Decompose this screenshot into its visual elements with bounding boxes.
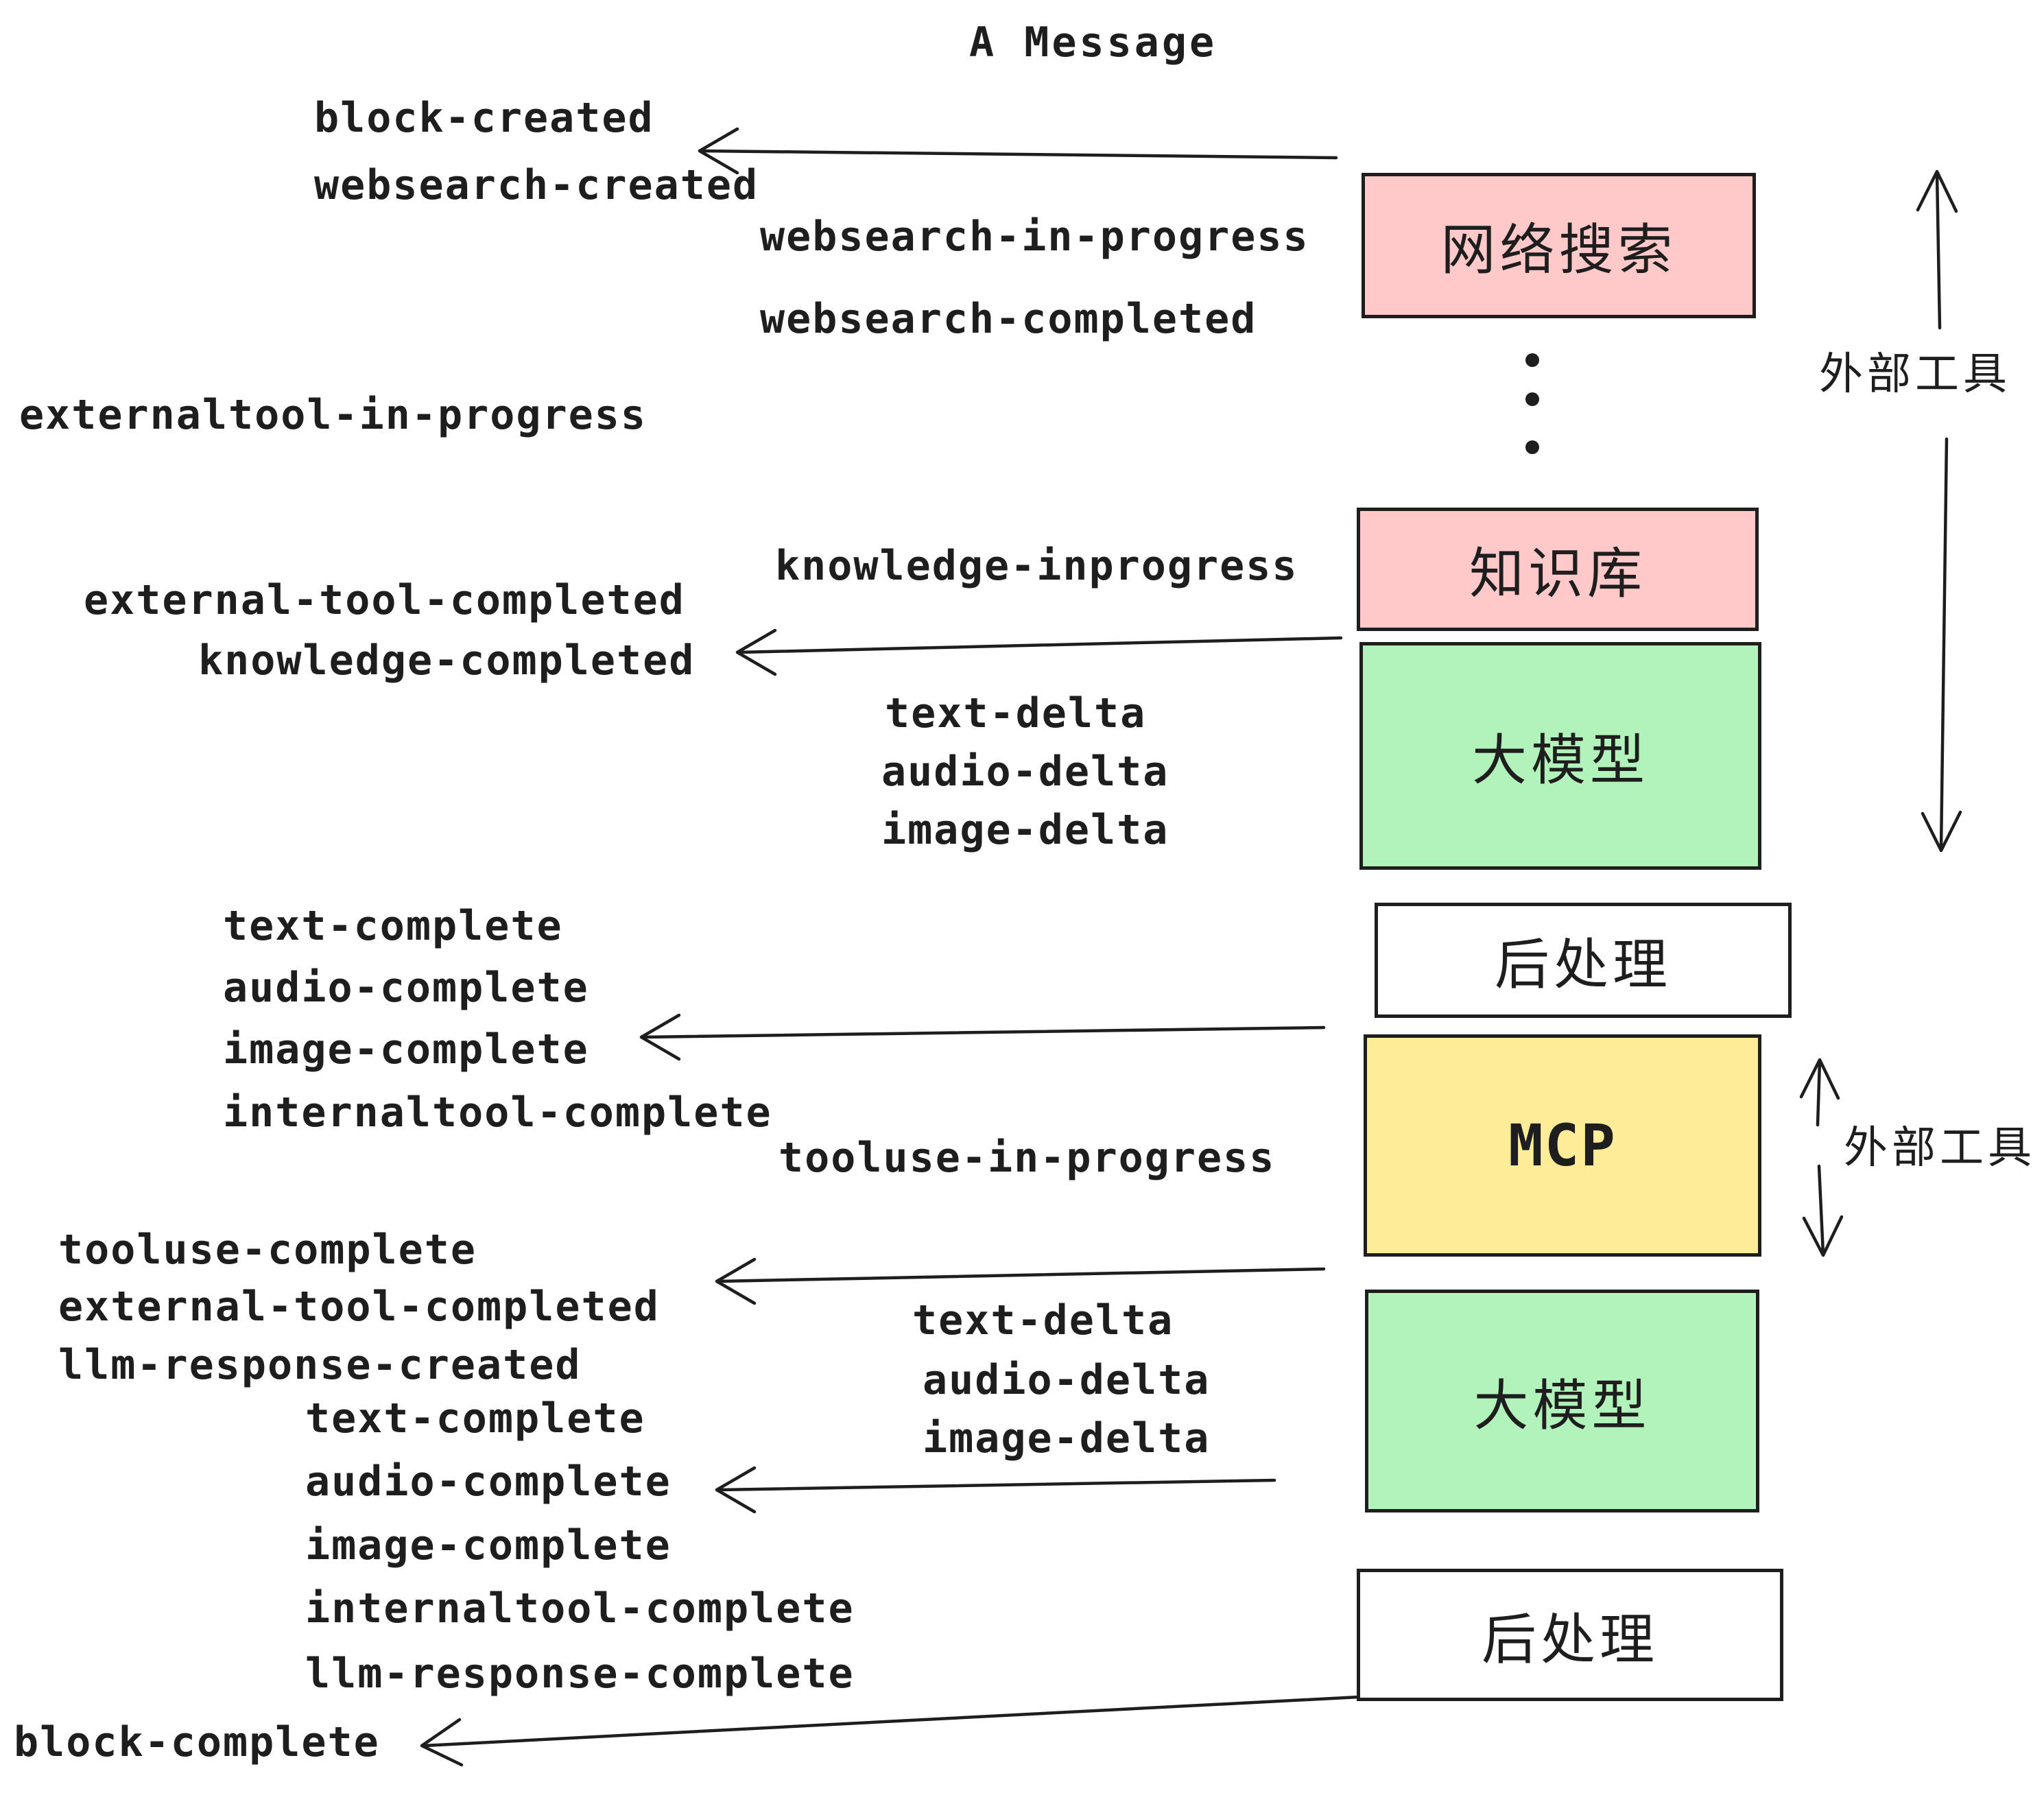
event-llm-response-created: llm-response-created bbox=[58, 1341, 582, 1389]
arrow-down-external-tools-icon bbox=[1921, 437, 1962, 853]
event-internaltool-complete-1: internaltool-complete bbox=[223, 1089, 772, 1137]
event-audio-complete-1: audio-complete bbox=[223, 964, 589, 1012]
event-audio-complete-2: audio-complete bbox=[305, 1458, 672, 1506]
arrow-up-external-tools-mcp-icon bbox=[1799, 1058, 1840, 1127]
box-llm-1: 大模型 bbox=[1359, 642, 1761, 870]
event-websearch-in-progress: websearch-in-progress bbox=[760, 213, 1309, 261]
arrow-left-knowledge-completed-icon bbox=[735, 628, 1343, 676]
box-post-1: 后处理 bbox=[1375, 903, 1792, 1018]
event-text-delta-1: text-delta bbox=[885, 689, 1147, 737]
event-image-complete-2: image-complete bbox=[305, 1521, 672, 1569]
event-knowledge-completed: knowledge-completed bbox=[198, 637, 696, 685]
arrow-up-external-tools-icon bbox=[1916, 169, 1958, 330]
external-tools-label-2: 外部工具 bbox=[1844, 1123, 2036, 1174]
event-text-delta-2: text-delta bbox=[912, 1296, 1174, 1344]
event-externaltool-in-progress: externaltool-in-progress bbox=[19, 391, 647, 439]
arrow-down-external-tools-mcp-icon bbox=[1802, 1164, 1844, 1257]
event-websearch-created: websearch-created bbox=[314, 161, 759, 209]
ellipsis-dots-icon bbox=[1525, 353, 1539, 454]
box-llm-2: 大模型 bbox=[1365, 1290, 1759, 1512]
event-text-complete-2: text-complete bbox=[305, 1394, 645, 1443]
box-knowledge: 知识库 bbox=[1357, 508, 1759, 631]
arrow-left-block-complete-icon bbox=[420, 1694, 1374, 1767]
event-image-complete-1: image-complete bbox=[223, 1025, 589, 1073]
arrow-left-audio-complete-icon bbox=[715, 1466, 1276, 1514]
box-post-1-label: 后处理 bbox=[1495, 933, 1672, 997]
event-block-complete: block-complete bbox=[14, 1718, 380, 1766]
external-tools-label-1: 外部工具 bbox=[1819, 349, 2011, 400]
box-llm-2-label: 大模型 bbox=[1473, 1373, 1651, 1438]
event-audio-delta-2: audio-delta bbox=[923, 1356, 1211, 1404]
event-websearch-completed: websearch-completed bbox=[760, 295, 1257, 343]
event-text-complete-1: text-complete bbox=[223, 902, 563, 950]
event-knowledge-inprogress: knowledge-inprogress bbox=[775, 542, 1298, 590]
event-tooluse-in-progress: tooluse-in-progress bbox=[779, 1134, 1276, 1182]
box-knowledge-label: 知识库 bbox=[1469, 542, 1646, 606]
box-post-2-label: 后处理 bbox=[1482, 1607, 1659, 1672]
box-websearch-label: 网络搜索 bbox=[1440, 218, 1677, 282]
event-internaltool-complete-2: internaltool-complete bbox=[305, 1585, 855, 1633]
arrow-left-image-complete-icon bbox=[639, 1013, 1326, 1061]
box-llm-1-label: 大模型 bbox=[1472, 728, 1649, 792]
event-audio-delta-1: audio-delta bbox=[881, 748, 1169, 796]
arrow-left-block-created-icon bbox=[698, 127, 1338, 175]
event-tooluse-complete: tooluse-complete bbox=[58, 1226, 477, 1274]
event-block-created: block-created bbox=[314, 94, 654, 142]
event-image-delta-1: image-delta bbox=[881, 806, 1169, 854]
box-websearch: 网络搜索 bbox=[1362, 173, 1756, 318]
box-post-2: 后处理 bbox=[1357, 1569, 1783, 1701]
box-mcp-label: MCP bbox=[1508, 1112, 1617, 1179]
event-llm-response-complete: llm-response-complete bbox=[305, 1650, 855, 1698]
box-mcp: MCP bbox=[1364, 1034, 1761, 1257]
event-external-tool-completed-2: external-tool-completed bbox=[58, 1283, 660, 1331]
page-title: A Message bbox=[969, 19, 1217, 67]
event-external-tool-completed-1: external-tool-completed bbox=[84, 576, 685, 624]
event-image-delta-2: image-delta bbox=[923, 1414, 1211, 1462]
